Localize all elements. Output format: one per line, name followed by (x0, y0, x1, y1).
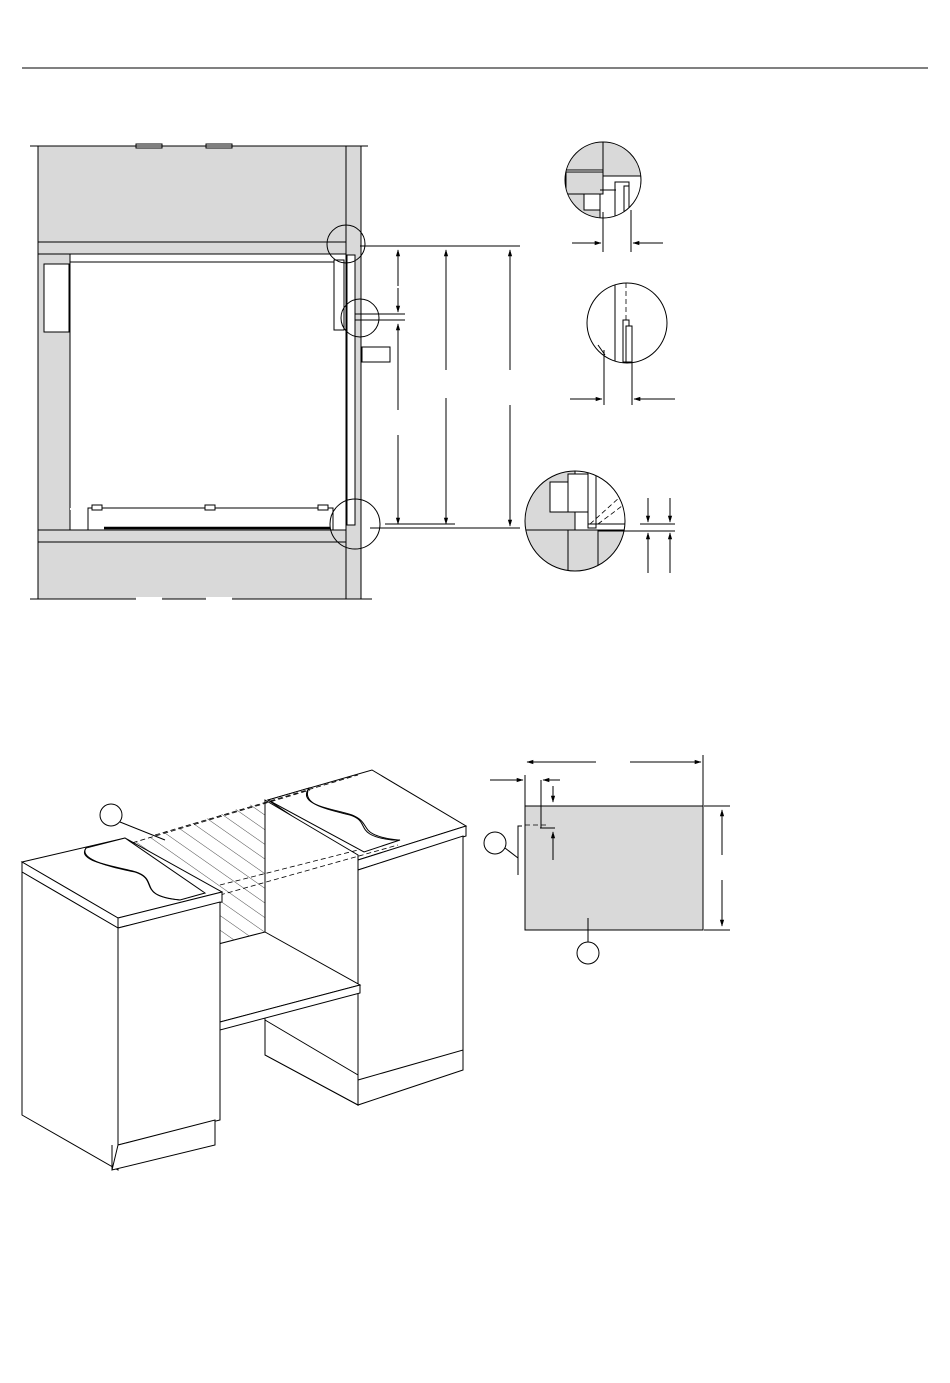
front-panel-dimension-view (484, 755, 730, 964)
front-panel-callout (577, 942, 599, 964)
right-cabinet (358, 836, 463, 1088)
middle-gap-detail (570, 280, 675, 405)
opening-callout (100, 804, 122, 826)
appliance-cavity (70, 262, 335, 510)
lower-cabinet-panel (38, 542, 346, 599)
upper-shelf (38, 242, 346, 254)
upper-gap-detail (560, 140, 663, 252)
cabinet-isometric-view (22, 770, 466, 1170)
lower-gap-detail (520, 468, 675, 580)
appliance-door (347, 255, 355, 525)
door-handle (362, 347, 390, 362)
side-panel-callout (484, 832, 506, 854)
lower-shelf (38, 530, 346, 542)
front-panel (525, 806, 703, 930)
appliance-base (88, 508, 333, 530)
cabinet-section-view (30, 144, 520, 601)
upper-cabinet-panel (38, 146, 346, 242)
